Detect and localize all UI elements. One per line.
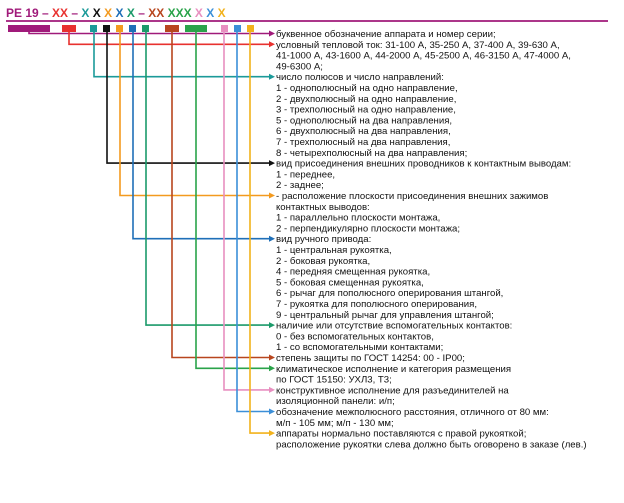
description-line: буквенное обозначение аппарата и номер с…	[276, 29, 496, 40]
description-line: 6 - двухполюсный на два направления,	[276, 126, 451, 137]
arrow-head-icon	[269, 322, 275, 329]
code-segment: XX	[148, 6, 164, 20]
code-segment: X	[218, 6, 226, 20]
code-marker	[90, 25, 97, 32]
connector-lines	[28, 30, 275, 437]
description-line: изоляционной панели: и/п;	[276, 396, 395, 407]
description-line: 49-6300 А;	[276, 61, 323, 72]
code-segment: XX	[52, 6, 68, 20]
connector-line	[28, 32, 270, 35]
code-marker	[62, 25, 76, 32]
description-line: 1 - центральная рукоятка,	[276, 245, 392, 256]
code-segment: X	[81, 6, 89, 20]
arrow-head-icon	[269, 30, 275, 37]
connector-line	[195, 32, 270, 370]
description-line: 3 - трехполюсный на одно направление,	[276, 105, 456, 116]
description-line: - расположение плоскости присоединения в…	[276, 191, 548, 202]
connector-line	[223, 32, 270, 391]
code-segment: X	[93, 6, 101, 20]
description-line: наличие или отсутствие вспомогательных к…	[276, 321, 512, 332]
description-line: 2 - двухполюсный на одно направление,	[276, 94, 456, 105]
code-marker	[116, 25, 123, 32]
arrow-head-icon	[269, 408, 275, 415]
description-line: обозначение межполюсного расстояния, отл…	[276, 407, 549, 418]
connector-line	[145, 32, 270, 326]
code-marker	[185, 25, 207, 32]
connector-line	[236, 32, 270, 413]
description-line: степень защиты по ГОСТ 14254: 00 - IP00;	[276, 353, 465, 364]
arrow-head-icon	[269, 365, 275, 372]
code-marker	[221, 25, 228, 32]
description-line: вид присоединения внешних проводников к …	[276, 159, 571, 170]
code-marker	[129, 25, 136, 32]
description-line: по ГОСТ 15150: УХЛ3, Т3;	[276, 375, 392, 386]
code-marker	[103, 25, 110, 32]
code-marker	[247, 25, 254, 32]
description-line: 5 - однополюсный на два направления,	[276, 115, 452, 126]
description-line: 6 - рычаг для пополюсного оперирования ш…	[276, 288, 503, 299]
arrow-head-icon	[269, 192, 275, 199]
description-line: контактных выводов:	[276, 202, 370, 213]
connector-line	[106, 32, 270, 164]
code-segment: X	[195, 6, 203, 20]
code-marker	[8, 25, 50, 32]
code-segment: XXX	[168, 6, 192, 20]
code-segment: X	[115, 6, 123, 20]
code-segment: –	[39, 6, 52, 20]
code-segment: X	[206, 6, 214, 20]
description-line: 1 - со вспомогательными контактами;	[276, 342, 443, 353]
description-line: число полюсов и число направлений:	[276, 72, 444, 83]
code-segment: PE 19	[6, 6, 39, 20]
description-line: 1 - параллельно плоскости монтажа,	[276, 213, 440, 224]
description-list: буквенное обозначение аппарата и номер с…	[276, 29, 587, 450]
description-line: 2 - перпендикулярно плоскости монтажа;	[276, 223, 460, 234]
connector-line	[249, 32, 270, 434]
description-line: 7 - рукоятка для пополюсного оперировани…	[276, 299, 477, 310]
code-segment: X	[127, 6, 135, 20]
description-line: аппараты нормально поставляются с правой…	[276, 429, 526, 440]
arrow-head-icon	[269, 73, 275, 80]
description-line: расположение рукоятки слева должно быть …	[276, 439, 587, 450]
connector-line	[93, 32, 270, 78]
arrow-head-icon	[269, 354, 275, 361]
code-segment: –	[135, 6, 148, 20]
designation-code: PE 19 – XX – X X X X X – XX XXX X X X	[6, 6, 226, 20]
arrow-head-icon	[269, 41, 275, 48]
description-line: 4 - передняя смещенная рукоятка,	[276, 267, 430, 278]
code-markers	[8, 25, 254, 32]
code-segment: X	[104, 6, 112, 20]
description-line: 41-1000 А, 43-1600 А, 44-2000 А, 45-2500…	[276, 51, 571, 62]
code-marker	[234, 25, 241, 32]
connector-line	[68, 32, 270, 46]
description-line: м/п - 105 мм; м/п - 130 мм;	[276, 418, 394, 429]
description-line: 2 - боковая рукоятка,	[276, 256, 370, 267]
description-line: 2 - заднее;	[276, 180, 324, 191]
description-line: условный тепловой ток: 31-100 А, 35-250 …	[276, 40, 560, 51]
arrow-head-icon	[269, 430, 275, 437]
arrow-head-icon	[269, 386, 275, 393]
description-line: 8 - четырехполюсный на два направления;	[276, 148, 467, 159]
description-line: 7 - трехполюсный на два направления,	[276, 137, 450, 148]
code-marker	[165, 25, 179, 32]
description-line: 1 - однополюсный на одно направление,	[276, 83, 458, 94]
connector-line	[119, 32, 270, 197]
description-line: 9 - центральный рычаг для управления шта…	[276, 310, 494, 321]
description-line: вид ручного привода:	[276, 234, 371, 245]
code-marker	[142, 25, 149, 32]
description-line: 0 - без вспомогательных контактов,	[276, 331, 434, 342]
description-line: конструктивное исполнение для разъединит…	[276, 385, 509, 396]
arrow-head-icon	[269, 160, 275, 167]
description-line: климатическое исполнение и категория раз…	[276, 364, 511, 375]
arrow-head-icon	[269, 235, 275, 242]
description-line: 5 - боковая смещенная рукоятка,	[276, 277, 424, 288]
description-line: 1 - переднее,	[276, 169, 335, 180]
code-segment: –	[68, 6, 81, 20]
